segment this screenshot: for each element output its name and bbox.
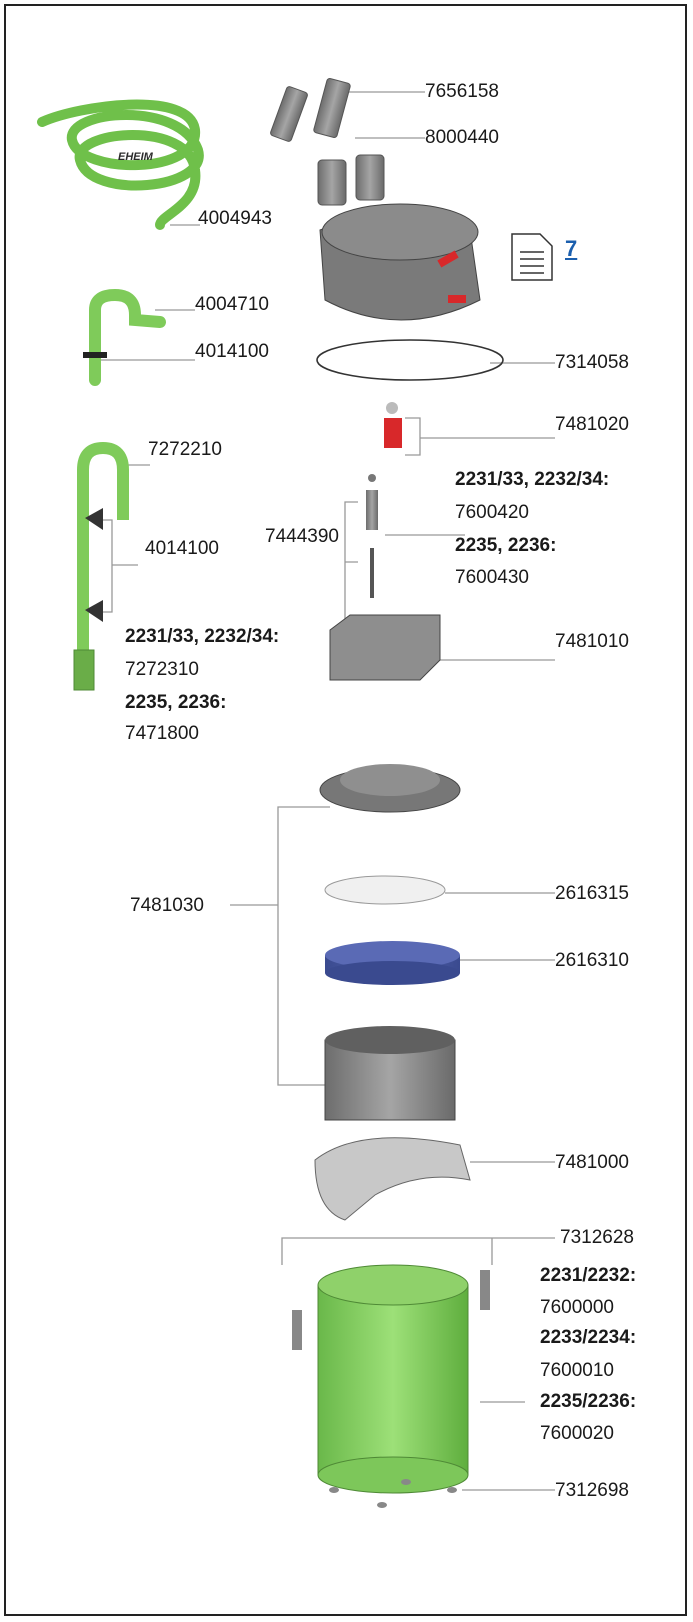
carry-handle [314, 1137, 471, 1221]
part-7444390: 7444390 [265, 526, 339, 547]
part-7312698: 7312698 [555, 1480, 629, 1501]
impeller [366, 474, 378, 629]
intake-model-2: 2235, 2236: [125, 692, 227, 713]
part-7272210: 7272210 [148, 439, 222, 460]
part-7314058: 7314058 [555, 352, 629, 373]
part-7312628: 7312628 [560, 1227, 634, 1248]
impeller-part-1: 7600420 [455, 502, 529, 523]
canister-part-3: 7600020 [540, 1423, 614, 1444]
intake-part-1: 7272310 [125, 659, 199, 680]
hose-connectors [270, 78, 385, 206]
part-4004710: 4004710 [195, 294, 269, 315]
part-2616310: 2616310 [555, 950, 629, 971]
feet [329, 1479, 457, 1508]
canister-model-1: 2231/2232: [540, 1265, 637, 1286]
canister-part-2: 7600010 [540, 1360, 614, 1381]
suction-cups [85, 508, 103, 622]
part-7656158: 7656158 [425, 81, 499, 102]
hose-brand-text: EHEIM [118, 151, 154, 163]
part-7481030: 7481030 [130, 895, 204, 916]
intake-model-1: 2231/33, 2232/34: [125, 626, 280, 647]
canister-model-2: 2233/2234: [540, 1327, 637, 1348]
impeller-model-1: 2231/33, 2232/34: [455, 469, 610, 490]
pump-housing [329, 614, 441, 681]
suction-cup-clip [83, 352, 107, 358]
part-8000440: 8000440 [425, 127, 499, 148]
valve-part [384, 402, 402, 448]
part-4014100-b: 4014100 [145, 538, 219, 559]
canister-part-1: 7600000 [540, 1297, 614, 1318]
diagram-frame [4, 4, 687, 1616]
white-filter-pad [324, 875, 446, 905]
part-4004943: 4004943 [198, 208, 272, 229]
pump-head [319, 203, 481, 321]
canister-model-3: 2235/2236: [540, 1391, 637, 1412]
part-2616315: 2616315 [555, 883, 629, 904]
doc-reference-link[interactable]: 7 [565, 236, 578, 261]
canister [317, 1264, 469, 1494]
impeller-part-2: 7600430 [455, 567, 529, 588]
o-ring [316, 339, 504, 381]
intake-part-2: 7471800 [125, 723, 199, 744]
leader-lines [95, 91, 555, 1491]
outlet-pipe [89, 288, 166, 386]
part-4014100-a: 4014100 [195, 341, 269, 362]
part-7481000: 7481000 [555, 1152, 629, 1173]
part-7481020: 7481020 [555, 414, 629, 435]
intake-strainer [73, 649, 95, 691]
latch-clips [292, 1270, 490, 1350]
blue-filter-sponge [325, 941, 460, 985]
filter-lid [319, 764, 461, 813]
filter-basket [324, 1026, 456, 1121]
part-7481010: 7481010 [555, 631, 629, 652]
document-icon[interactable] [511, 233, 553, 281]
intake-pipe [77, 441, 129, 650]
impeller-model-2: 2235, 2236: [455, 535, 557, 556]
coiled-hose [37, 99, 204, 230]
